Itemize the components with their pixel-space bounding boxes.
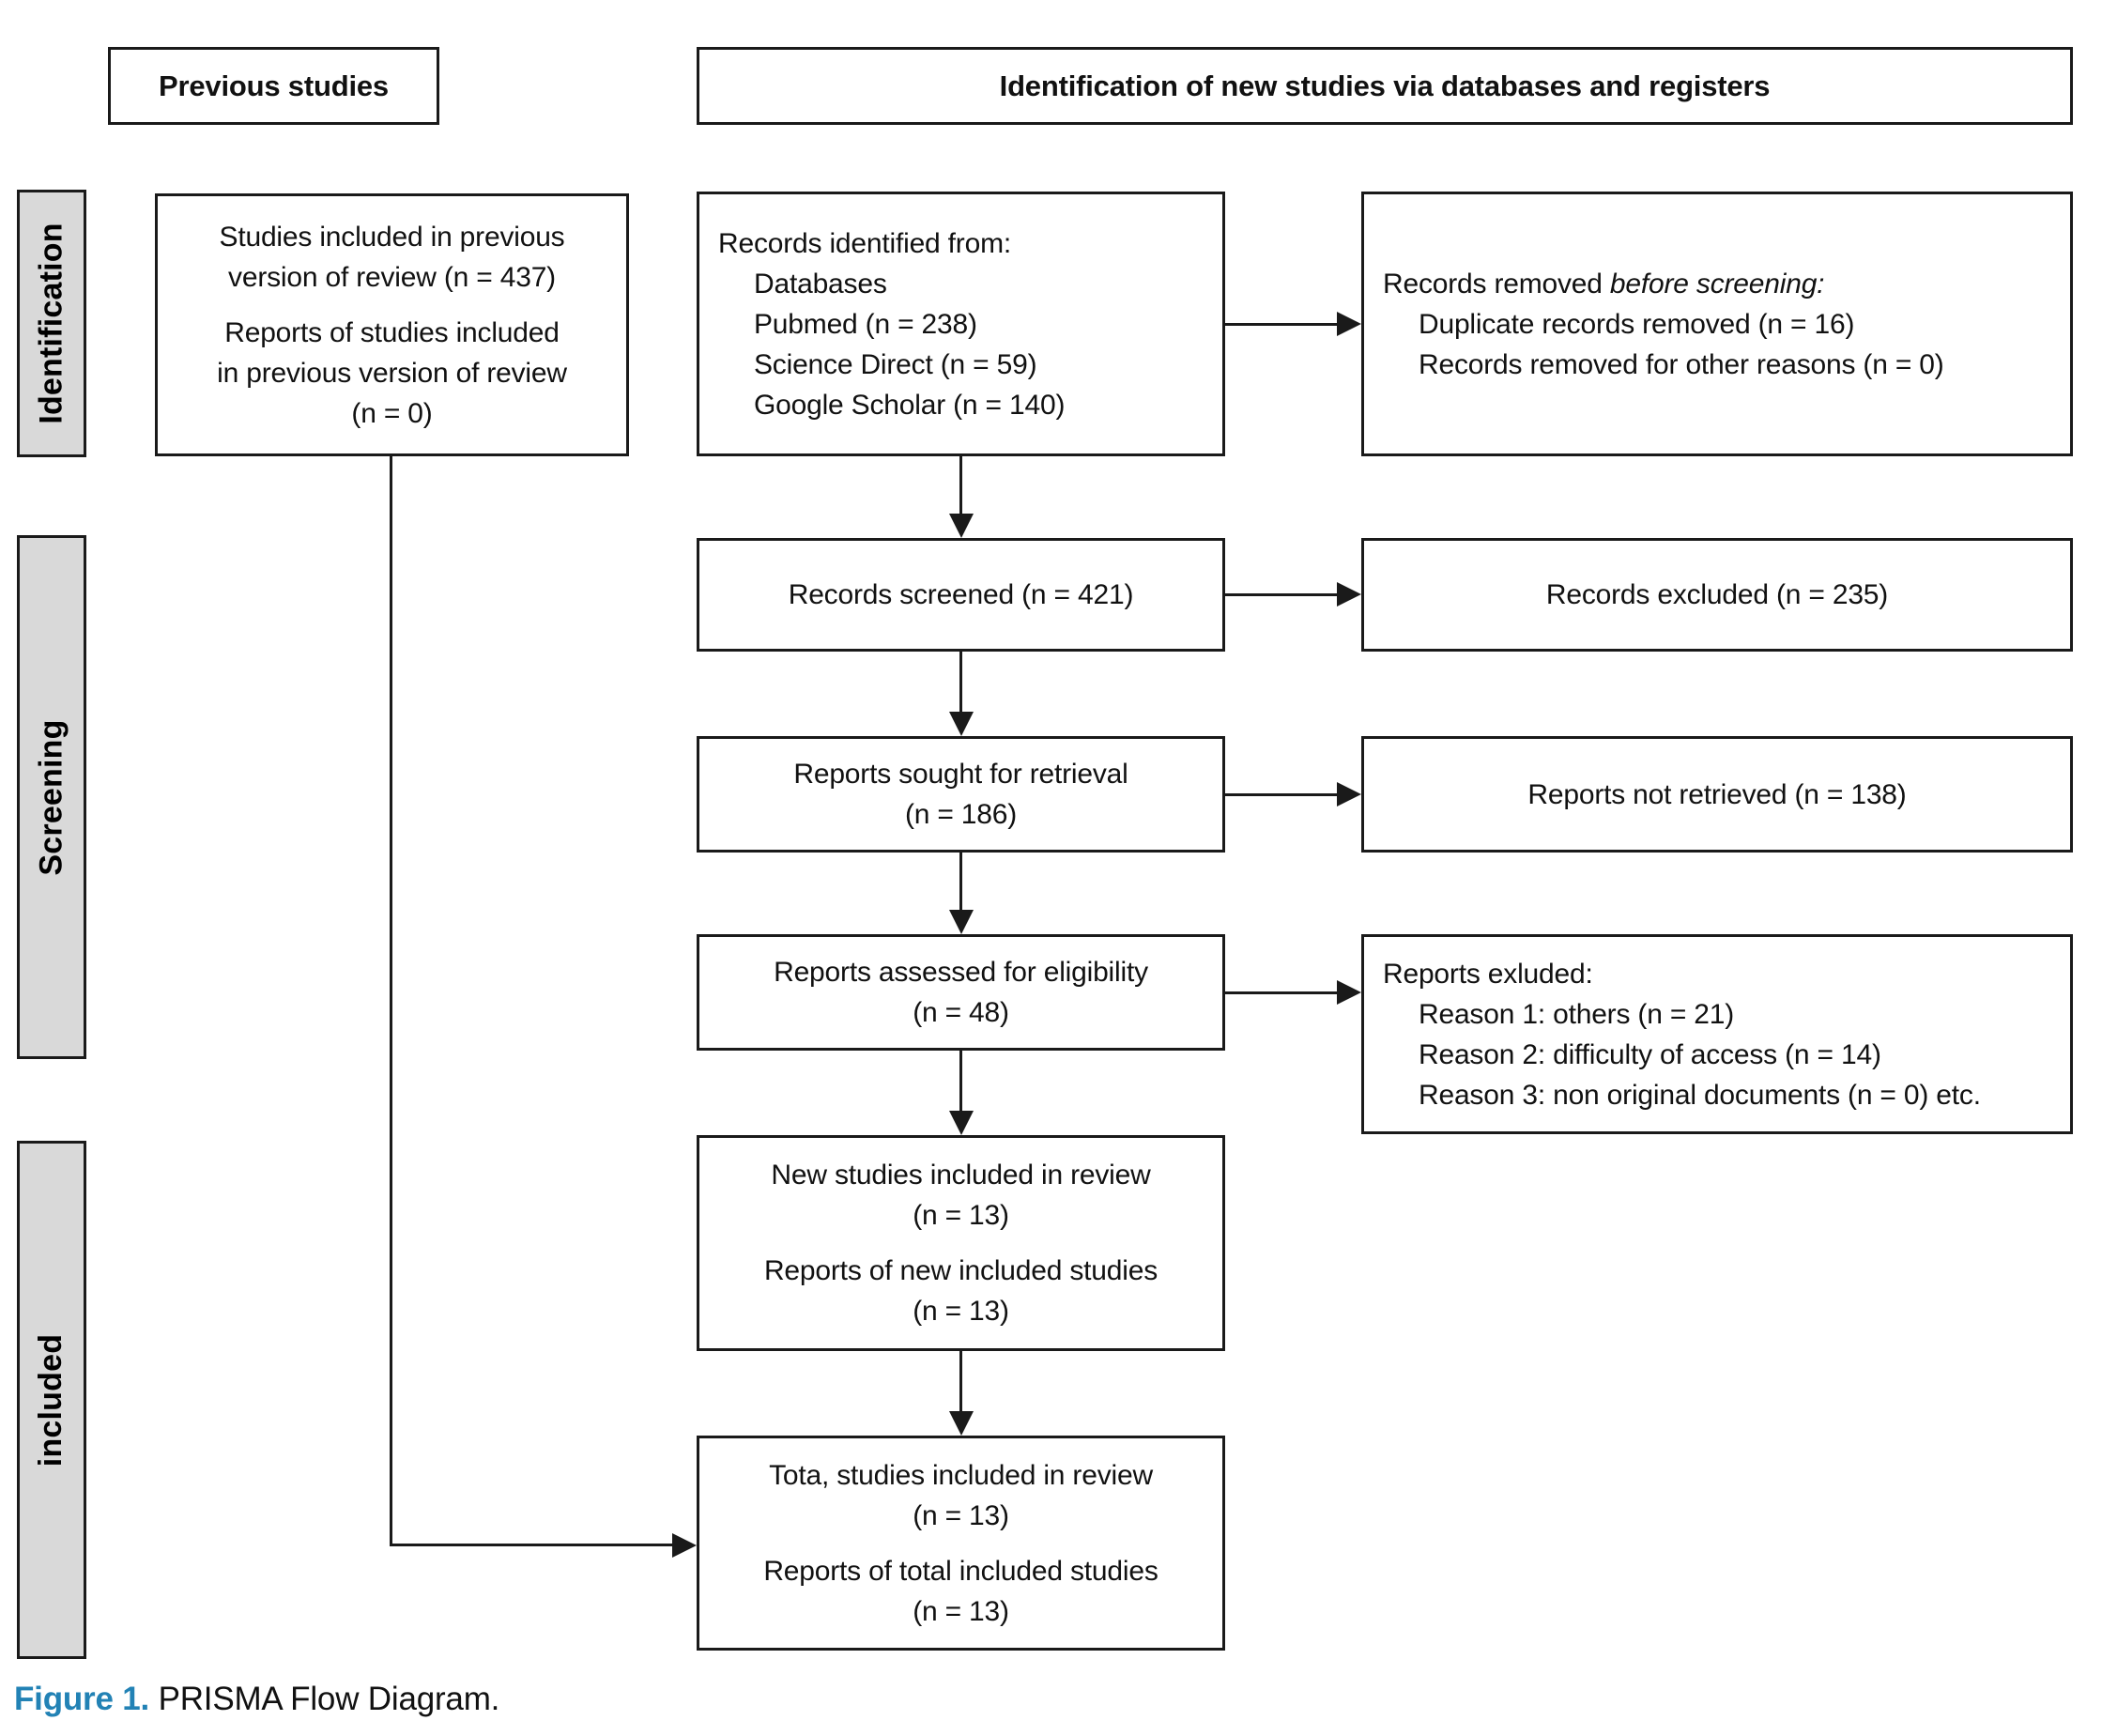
arrowhead-down-icon xyxy=(949,910,974,934)
text-line: Studies included in previous xyxy=(219,221,565,253)
text-line: in previous version of review xyxy=(217,357,567,389)
box-reports-not-retrieved: Reports not retrieved (n = 138) xyxy=(1361,736,2073,853)
arrow-line-assessed-to-reports-excluded xyxy=(1225,991,1339,994)
phase-bar-screening: Screening xyxy=(17,535,86,1059)
text-line: New studies included in review xyxy=(771,1160,1151,1191)
text-line: Records removed before screening: xyxy=(1383,264,1825,304)
text-line: Tota, studies included in review xyxy=(769,1459,1153,1491)
text-line: (n = 48) xyxy=(913,997,1009,1028)
text-line: (n = 13) xyxy=(913,1499,1009,1531)
text-line: Reports of studies included xyxy=(224,316,560,348)
phase-label-screening: Screening xyxy=(33,718,69,876)
figure-caption-number: Figure 1. xyxy=(14,1681,150,1717)
box-records-removed: Records removed before screening: Duplic… xyxy=(1361,192,2073,456)
box-new-studies-included: New studies included in review (n = 13) … xyxy=(697,1135,1225,1351)
text-line: (n = 13) xyxy=(913,1595,1009,1627)
arrow-line-new-to-total xyxy=(959,1351,962,1414)
box-previous-studies: Studies included in previous version of … xyxy=(155,193,629,456)
box-reports-assessed: Reports assessed for eligibility (n = 48… xyxy=(697,934,1225,1051)
arrow-line-identified-to-screened xyxy=(959,456,962,516)
text-line: Pubmed (n = 238) xyxy=(754,308,977,340)
text-line: (n = 186) xyxy=(904,799,1018,830)
text-line: Reports exluded: xyxy=(1383,958,1593,990)
text-segment-italic: before screening: xyxy=(1609,268,1825,300)
text-line: Reports of new included studies xyxy=(763,1255,1158,1286)
arrow-line-screened-to-excluded xyxy=(1225,593,1339,596)
header-identification-new-studies: Identification of new studies via databa… xyxy=(697,47,2073,125)
arrow-line-previous-down xyxy=(390,456,392,1546)
text-line: version of review (n = 437) xyxy=(228,261,556,293)
text-line: Reason 2: difficulty of access (n = 14) xyxy=(1419,1038,1881,1070)
arrowhead-right-icon xyxy=(1337,782,1361,807)
arrowhead-down-icon xyxy=(949,1411,974,1436)
text-line: Reason 3: non original documents (n = 0)… xyxy=(1419,1079,1981,1111)
phase-bar-identification: Identification xyxy=(17,190,86,457)
text-line: Reports of total included studies xyxy=(763,1555,1158,1587)
phase-bar-included: included xyxy=(17,1141,86,1659)
text-line: Databases xyxy=(754,268,887,300)
box-records-excluded: Records excluded (n = 235) xyxy=(1361,538,2073,652)
arrow-line-screened-to-sought xyxy=(959,652,962,714)
header-previous-studies-label: Previous studies xyxy=(159,69,389,102)
box-reports-excluded: Reports exluded: Reason 1: others (n = 2… xyxy=(1361,934,2073,1134)
arrowhead-right-icon xyxy=(1337,312,1361,336)
text-line: Google Scholar (n = 140) xyxy=(754,389,1066,421)
text-line: (n = 13) xyxy=(913,1296,1009,1327)
arrowhead-down-icon xyxy=(949,1111,974,1135)
arrowhead-right-icon xyxy=(1337,980,1361,1005)
arrow-line-sought-to-not-retrieved xyxy=(1225,793,1339,796)
box-reports-sought: Reports sought for retrieval (n = 186) xyxy=(697,736,1225,853)
figure-caption-text: PRISMA Flow Diagram. xyxy=(149,1681,500,1717)
text-line: Records identified from: xyxy=(718,227,1012,259)
arrow-line-sought-to-assessed xyxy=(959,853,962,913)
figure-caption: Figure 1. PRISMA Flow Diagram. xyxy=(14,1681,499,1718)
arrow-line-previous-to-total xyxy=(390,1544,676,1546)
arrow-line-identified-to-removed xyxy=(1225,323,1339,326)
arrowhead-right-icon xyxy=(1337,582,1361,607)
box-records-identified: Records identified from: Databases Pubme… xyxy=(697,192,1225,456)
arrow-line-assessed-to-new xyxy=(959,1051,962,1114)
arrowhead-down-icon xyxy=(949,514,974,538)
arrowhead-down-icon xyxy=(949,712,974,736)
text-line: (n = 0) xyxy=(351,397,433,429)
text-line: Records removed for other reasons (n = 0… xyxy=(1419,348,1944,380)
text-line: Records excluded (n = 235) xyxy=(1545,579,1889,610)
text-line: Reports sought for retrieval xyxy=(793,759,1128,790)
text-line: Duplicate records removed (n = 16) xyxy=(1419,308,1855,340)
phase-label-included: included xyxy=(33,1333,69,1467)
header-identification-new-studies-label: Identification of new studies via databa… xyxy=(999,69,1771,102)
arrowhead-right-icon xyxy=(672,1533,697,1558)
text-line: Reports not retrieved (n = 138) xyxy=(1527,778,1907,810)
text-line: Records screened (n = 421) xyxy=(788,579,1134,610)
text-segment: Records removed xyxy=(1383,268,1610,300)
text-line: (n = 13) xyxy=(913,1200,1009,1231)
text-line: Science Direct (n = 59) xyxy=(754,348,1037,380)
text-line: Reason 1: others (n = 21) xyxy=(1419,998,1735,1030)
text-line: Reports assessed for eligibility xyxy=(774,957,1148,988)
header-previous-studies: Previous studies xyxy=(108,47,439,125)
box-records-screened: Records screened (n = 421) xyxy=(697,538,1225,652)
phase-label-identification: Identification xyxy=(33,223,69,424)
box-total-studies-included: Tota, studies included in review (n = 13… xyxy=(697,1436,1225,1651)
